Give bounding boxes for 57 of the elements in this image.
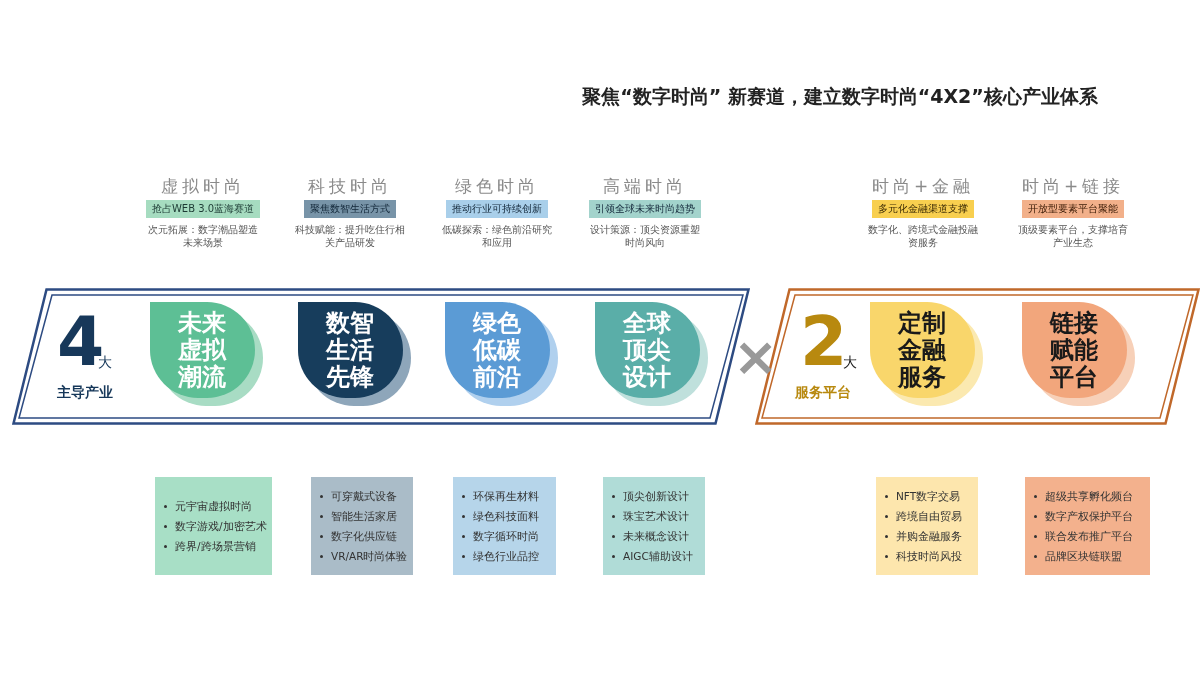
description: 设计策源：顶尖资源重塑时尚风向 (589, 223, 701, 249)
list-item: 绿色行业品控 (473, 549, 539, 564)
list-panel (453, 477, 556, 575)
column-heading: 科技时尚 (308, 175, 392, 198)
list-item: 环保再生材料 (473, 489, 539, 504)
tag-label: 推动行业可持续创新 (446, 200, 548, 218)
list-item: 跨界/跨场景营销 (175, 539, 256, 554)
list-item: VR/AR时尚体验 (331, 549, 408, 564)
description: 顶级要素平台，支撑培育产业生态 (1017, 223, 1129, 249)
heading: 聚焦“数字时尚” 新赛道，建立数字时尚“4X2”核心产业体系 (581, 84, 1099, 109)
list-item: 可穿戴式设备 (331, 489, 397, 504)
list-item: 科技时尚风投 (896, 549, 962, 564)
list-item: AIGC辅助设计 (623, 549, 693, 564)
description: 低碳探索：绿色前沿研究和应用 (441, 223, 553, 249)
column-heading: 时尚+金融 (871, 175, 975, 198)
tag-label: 抢占WEB 3.0蓝海赛道 (145, 200, 261, 218)
tag-label: 开放型要素平台聚能 (1022, 200, 1124, 218)
list-item: 跨境自由贸易 (896, 509, 962, 524)
petal-title: 定制金融服务 (896, 309, 948, 391)
list-item: 品牌区块链联盟 (1045, 549, 1122, 564)
list-panel (311, 477, 413, 575)
column-heading: 绿色时尚 (455, 175, 539, 198)
list-item: 元宇宙虚拟时尚 (175, 499, 252, 514)
column-heading: 高端时尚 (603, 175, 687, 198)
list-item: 联合发布推广平台 (1045, 529, 1133, 544)
list-item: 数字循环时尚 (473, 529, 539, 544)
tag-label: 多元化金融渠道支撑 (872, 200, 974, 218)
column-heading: 时尚+链接 (1021, 175, 1125, 198)
list-item: 未来概念设计 (623, 529, 689, 544)
list-item: 超级共享孵化频台 (1045, 489, 1133, 504)
band-label: 服务平台 (795, 384, 851, 402)
list-item: 数字产权保护平台 (1045, 509, 1133, 524)
list-item: 并购金融服务 (896, 529, 962, 544)
list-item: 顶尖创新设计 (623, 489, 689, 504)
petal-title: 全球顶尖设计 (621, 309, 673, 391)
list-item: 智能生活家居 (331, 509, 397, 524)
band-label: 主导产业 (57, 384, 113, 402)
list-panel (155, 477, 272, 575)
list-panel (876, 477, 978, 575)
petal-title: 链接赋能平台 (1048, 309, 1100, 391)
description: 科技赋能：提升吃住行相关产品研发 (294, 223, 406, 249)
description: 次元拓展：数字潮品塑造未来场景 (147, 223, 259, 249)
list-item: 绿色科技面料 (473, 509, 539, 524)
list-panel (603, 477, 705, 575)
list-panel (1025, 477, 1150, 575)
multiply-sign: × (733, 330, 779, 384)
tag-label: 聚焦数智生活方式 (304, 200, 396, 218)
list-item: 数字化供应链 (331, 529, 397, 544)
petal-title: 未来虚拟潮流 (177, 309, 228, 391)
description: 数字化、跨境式金融投融资服务 (867, 223, 979, 249)
list-item: NFT数字交易 (896, 489, 961, 504)
column-heading: 虚拟时尚 (161, 175, 245, 198)
list-item: 珠宝艺术设计 (623, 509, 689, 524)
petal-title: 数智生活先锋 (324, 309, 376, 391)
petal-title: 绿色低碳前沿 (471, 309, 523, 391)
list-item: 数字游戏/加密艺术 (175, 519, 267, 534)
tag-label: 引领全球未来时尚趋势 (589, 200, 701, 218)
